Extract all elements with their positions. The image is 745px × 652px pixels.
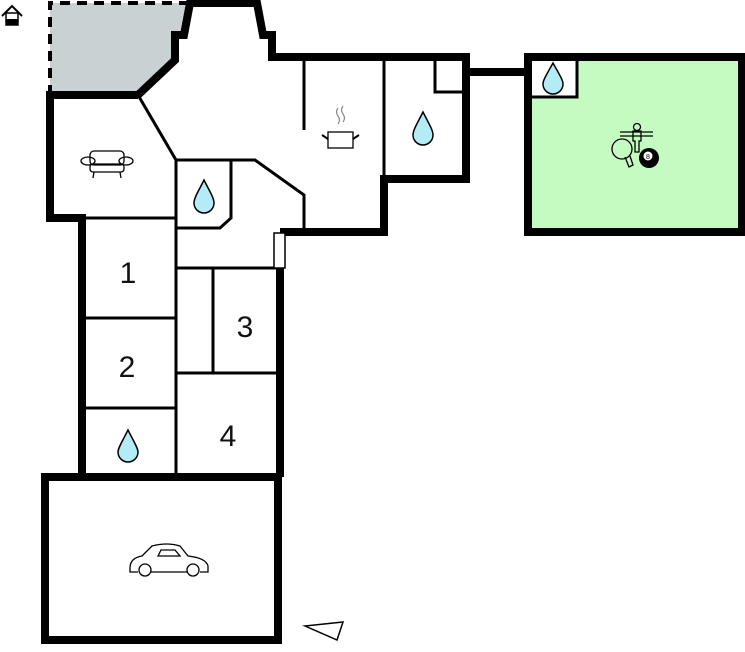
terrace-dashed-border xyxy=(48,1,190,95)
billiard-ball-number: 8 xyxy=(646,154,650,161)
car-icon xyxy=(129,543,209,577)
water-drop-icon xyxy=(117,428,139,463)
room-label-4: 4 xyxy=(220,420,237,453)
room-label-2: 2 xyxy=(119,351,136,384)
outer-wall-top xyxy=(135,0,470,236)
terrace-area xyxy=(50,3,190,95)
room-label-3: 3 xyxy=(237,311,254,344)
activity-room-walls xyxy=(524,53,745,236)
room-label-1: 1 xyxy=(120,257,137,290)
inner-wall xyxy=(176,160,233,230)
door xyxy=(273,232,286,269)
garage-walls xyxy=(41,473,282,644)
outer-wall-left xyxy=(46,91,138,477)
water-drop-icon xyxy=(542,61,564,95)
water-drop-icon xyxy=(193,178,215,214)
water-drop-icon xyxy=(412,110,434,146)
compass-north-icon xyxy=(302,621,345,642)
billiard-ball-icon: 8 xyxy=(639,148,659,168)
table-tennis-icon xyxy=(611,138,634,168)
inner-wall xyxy=(176,158,306,232)
inner-wall xyxy=(136,94,178,161)
table-football-icon xyxy=(620,122,653,153)
sofa-icon xyxy=(80,150,134,179)
inner-wall xyxy=(433,57,466,94)
house-entrance-icon xyxy=(1,4,23,26)
cooking-pot-icon xyxy=(321,105,360,149)
